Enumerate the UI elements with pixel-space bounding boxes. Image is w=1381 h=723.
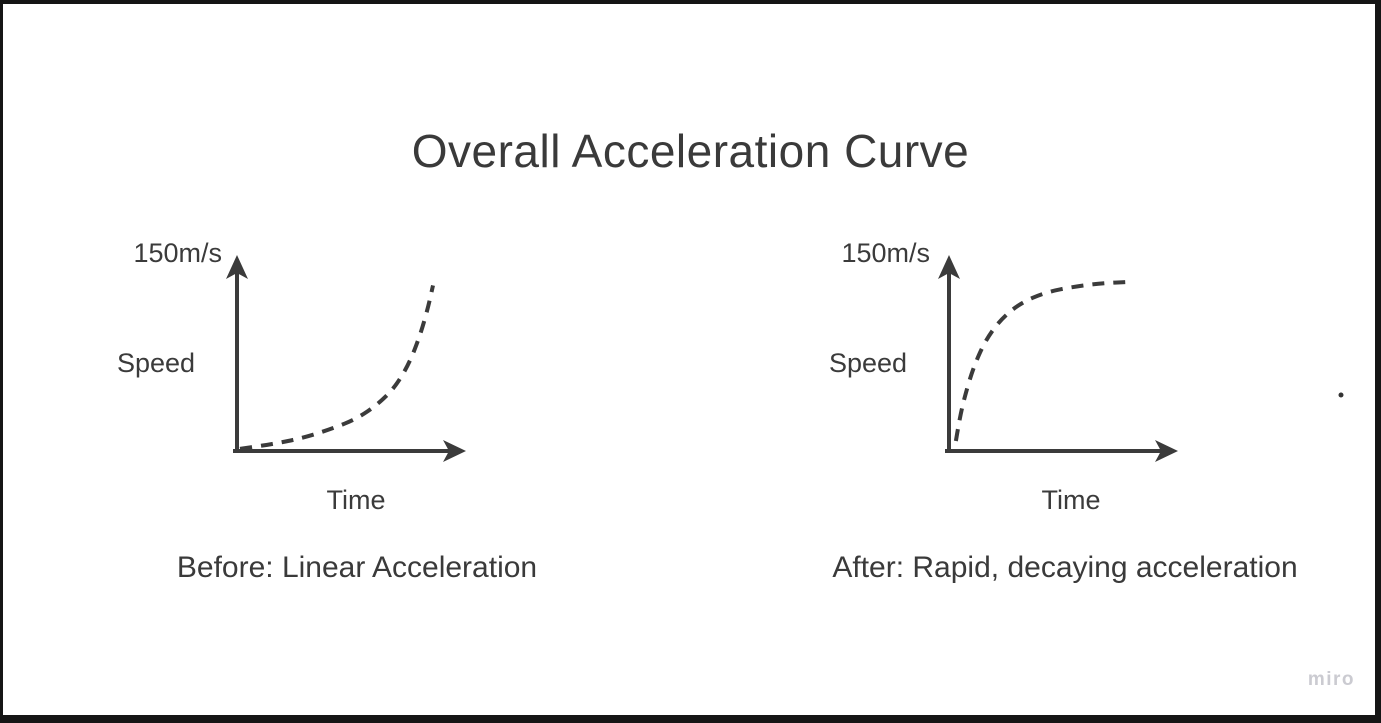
after-curve-plateau[interactable] <box>953 280 1128 442</box>
before-chart-axes[interactable] <box>233 272 449 453</box>
after-y-axis-arrowhead-icon <box>938 255 960 279</box>
before-caption[interactable]: Before: Linear Acceleration <box>176 551 538 584</box>
before-x-axis-arrowhead-icon <box>443 440 466 462</box>
board-canvas[interactable] <box>3 4 1375 715</box>
before-ymax-label[interactable]: 150m/s <box>133 238 222 268</box>
after-x-axis-label[interactable]: Time <box>1041 485 1101 515</box>
before-y-axis-arrowhead-icon <box>226 255 248 279</box>
miro-watermark: miro <box>1307 669 1355 690</box>
after-y-axis-label[interactable]: Speed <box>829 348 908 378</box>
after-chart-axes[interactable] <box>945 272 1161 453</box>
after-x-axis-arrowhead-icon <box>1155 440 1178 462</box>
after-ymax-label[interactable]: 150m/s <box>841 238 930 268</box>
before-y-axis-label[interactable]: Speed <box>117 348 196 378</box>
board-title[interactable]: Overall Acceleration Curve <box>411 125 970 177</box>
after-caption[interactable]: After: Rapid, decaying acceleration <box>832 551 1298 584</box>
before-curve-exponential[interactable] <box>239 284 435 451</box>
stray-dot-mark[interactable] <box>1338 392 1344 398</box>
before-x-axis-label[interactable]: Time <box>326 485 386 515</box>
